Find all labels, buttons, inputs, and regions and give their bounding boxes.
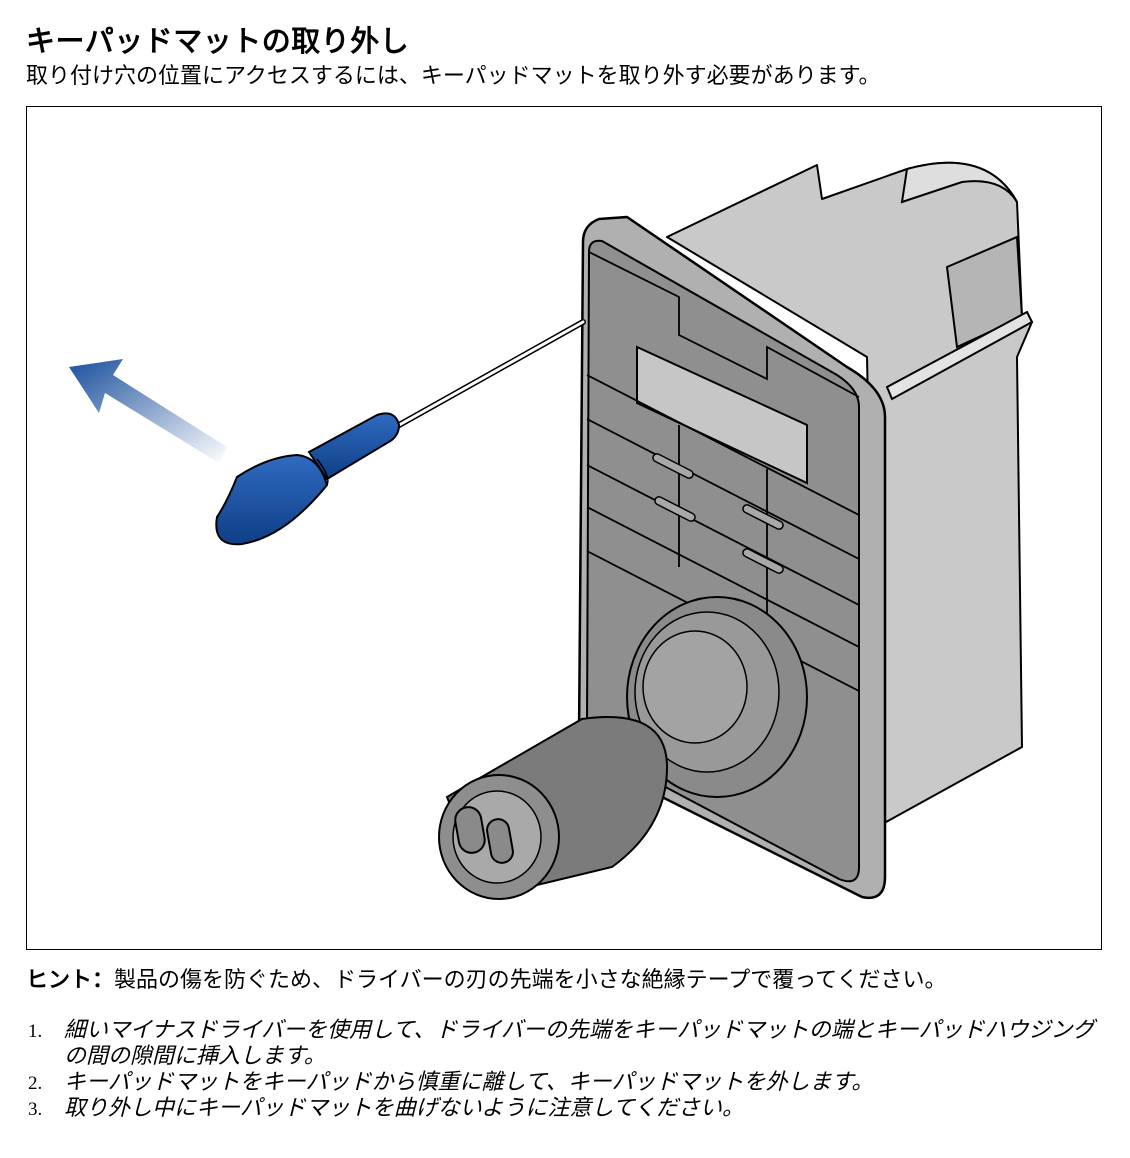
screwdriver [215,319,586,546]
page-title: キーパッドマットの取り外し [26,24,410,58]
page-subtitle: 取り付け穴の位置にアクセスするには、キーパッドマットを取り外す必要があります。 [26,64,881,89]
removal-direction-arrow-icon [69,359,227,463]
joystick-knob [438,716,669,900]
hint-label: ヒント： [26,968,115,993]
step-text: 細いマイナスドライバーを使用して、ドライバーの先端をキーパッドマットの端とキーパ… [64,1018,1095,1069]
hint-text: 製品の傷を防ぐため、ドライバーの刃の先端を小さな絶縁テープで覆ってください。 [114,968,947,993]
step-text: 取り外し中にキーパッドマットを曲げないように注意してください。 [64,1096,745,1121]
keypad-removal-illustration [69,161,1034,900]
step-number: 1. [28,1021,43,1042]
step-item: 1. 細いマイナスドライバーを使用して、ドライバーの先端をキーパッドマットの端と… [26,1018,1106,1070]
hint-note: ヒント：製品の傷を防ぐため、ドライバーの刃の先端を小さな絶縁テープで覆ってくださ… [26,962,947,994]
step-number: 3. [28,1099,43,1120]
step-list: 1. 細いマイナスドライバーを使用して、ドライバーの先端をキーパッドマットの端と… [26,1018,1106,1122]
step-item: 2. キーパッドマットをキーパッドから慎重に離して、キーパッドマットを外します。 [26,1070,1106,1096]
illustration-frame [26,106,1102,950]
joystick-boot [626,596,808,798]
step-item: 3. 取り外し中にキーパッドマットを曲げないように注意してください。 [26,1096,1106,1122]
step-number: 2. [28,1073,43,1094]
step-text: キーパッドマットをキーパッドから慎重に離して、キーパッドマットを外します。 [64,1070,874,1095]
keypad-housing [666,161,1034,828]
